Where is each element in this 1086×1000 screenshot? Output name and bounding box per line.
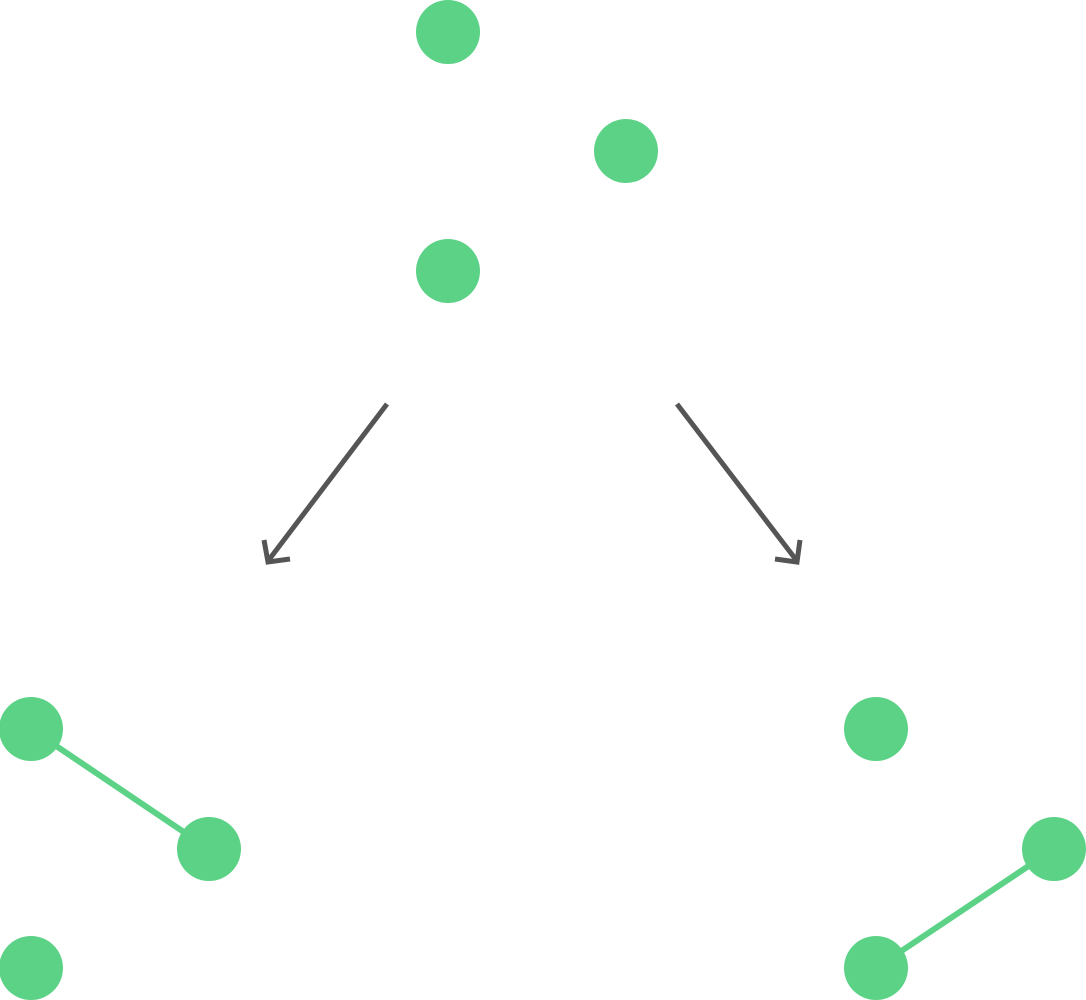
- arrow-left-head: [261, 539, 291, 565]
- graph-bottom-right: [844, 697, 1086, 1000]
- arrow-right-head: [774, 539, 803, 565]
- arrow-to-bottom-right: [675, 402, 803, 565]
- arrow-left-shaft: [266, 402, 389, 563]
- node-top-a: [416, 0, 480, 64]
- node-bottom-right-c: [844, 936, 908, 1000]
- graph-bottom-left: [0, 697, 241, 1000]
- arrow-to-bottom-left: [261, 402, 389, 565]
- node-bottom-right-a: [844, 697, 908, 761]
- arrow-right-shaft: [675, 402, 799, 563]
- node-bottom-left-a: [0, 697, 63, 761]
- node-top-b: [594, 119, 658, 183]
- node-top-c: [416, 239, 480, 303]
- edge-bottom-left-a-b: [29, 726, 211, 852]
- node-bottom-right-b: [1022, 817, 1086, 881]
- node-bottom-left-c: [0, 936, 63, 1000]
- graph-top: [416, 0, 658, 303]
- transition-arrows: [261, 402, 803, 565]
- edge-bottom-right-b-c: [874, 846, 1056, 971]
- node-bottom-left-b: [177, 817, 241, 881]
